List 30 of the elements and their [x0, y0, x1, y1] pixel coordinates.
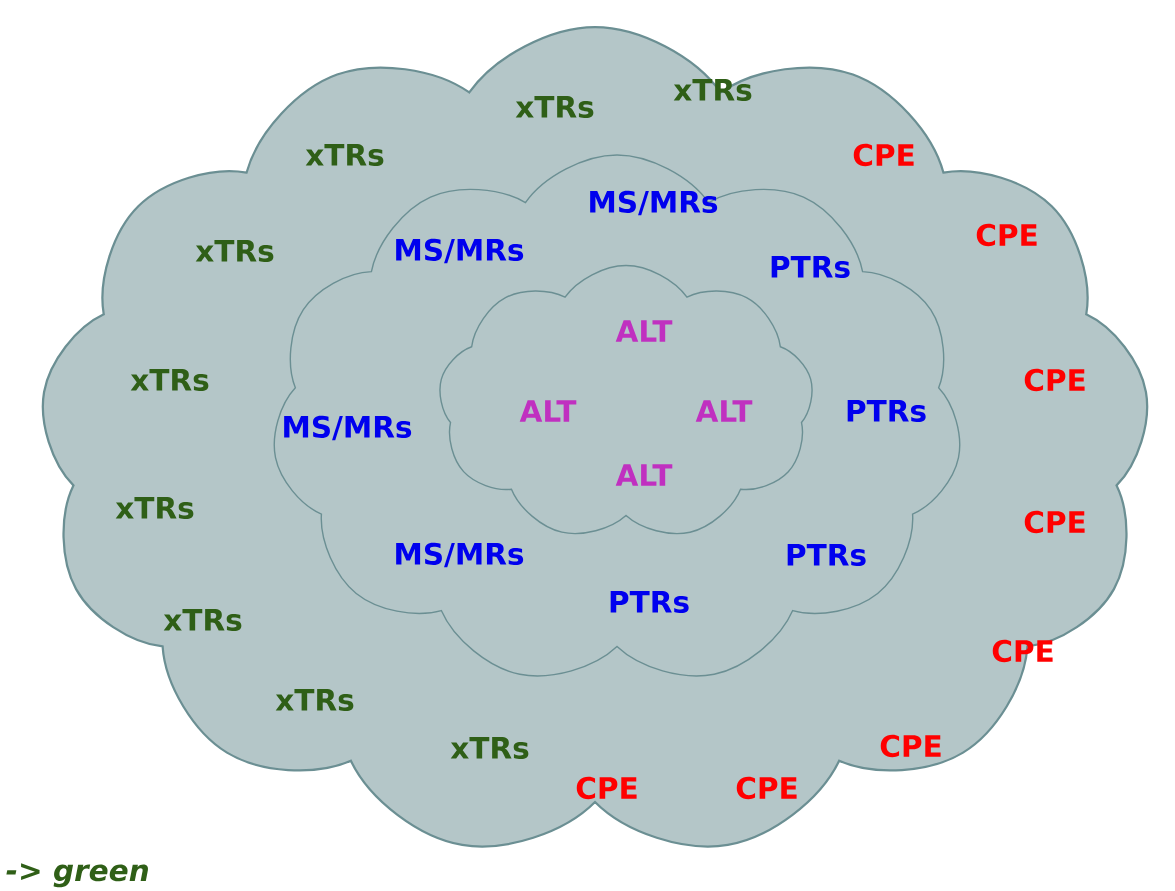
cloud-label: xTRs [515, 96, 594, 118]
cloud-label: CPE [853, 143, 914, 167]
cloud-label: CPE [576, 776, 637, 800]
cloud-label: CPE [976, 223, 1037, 247]
cloud-label: PTRs [847, 400, 926, 422]
cloud-label: xTRs [673, 79, 752, 101]
cloud-label: MS/MRs [396, 542, 524, 568]
cloud-label: CPE [992, 639, 1053, 663]
cloud-label: CPE [736, 776, 797, 800]
cloud-label: xTRs [115, 497, 194, 519]
cloud-label: xTRs [275, 689, 354, 711]
cloud-label: ALT [615, 320, 673, 342]
note: -> green [6, 863, 148, 888]
cloud-label: xTRs [305, 144, 384, 166]
cloud-label: ALT [519, 400, 577, 422]
cloud-label: CPE [1024, 510, 1085, 534]
cloud-label: MS/MRs [284, 415, 412, 441]
cloud-label: ALT [695, 400, 753, 422]
cloud-label: PTRs [787, 544, 866, 566]
cloud-label: xTRs [195, 240, 274, 262]
cloud-label: MS/MRs [590, 190, 718, 216]
cloud-label: CPE [1024, 368, 1085, 392]
cloud-label: xTRs [450, 737, 529, 759]
cloud-label: ALT [615, 464, 673, 486]
cloud-label: CPE [880, 734, 941, 758]
cloud-label: PTRs [771, 256, 850, 278]
cloud-label: PTRs [610, 591, 689, 613]
cloud-label: xTRs [130, 369, 209, 391]
cloud-label: xTRs [163, 609, 242, 631]
cloud-label: MS/MRs [396, 238, 524, 264]
